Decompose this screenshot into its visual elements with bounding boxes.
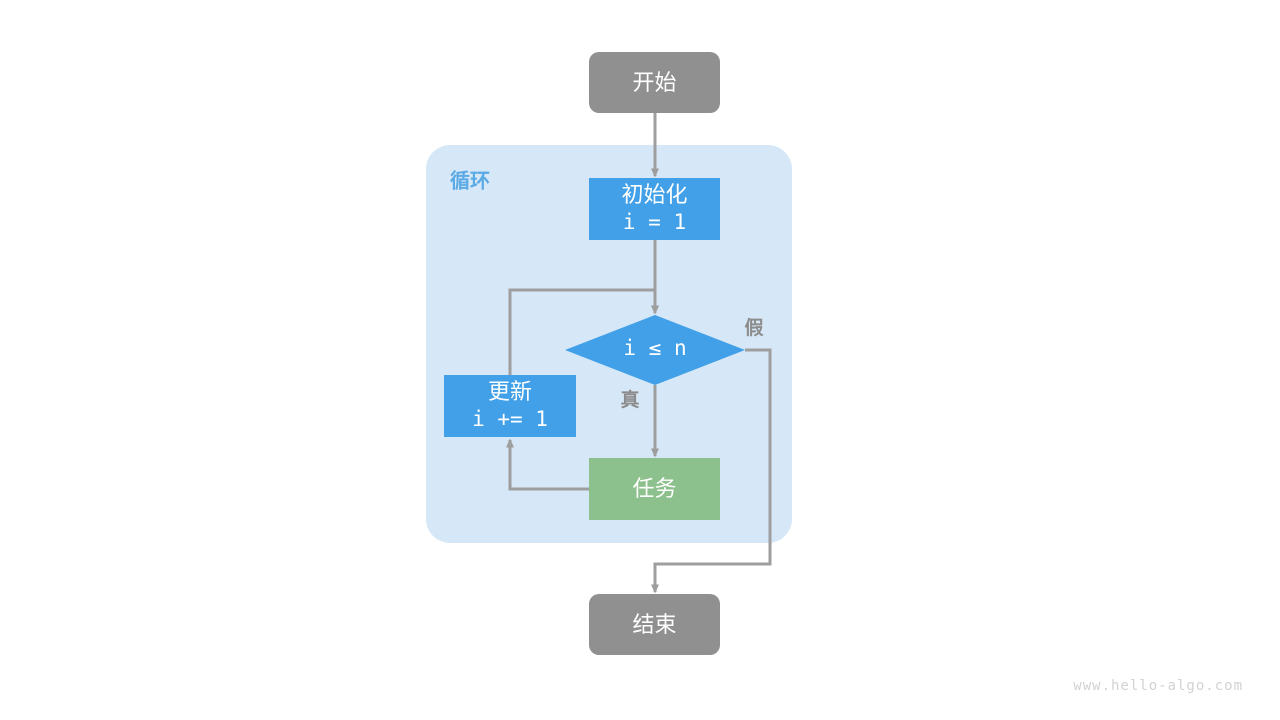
node-start[interactable]: 开始 [589,52,720,113]
node-task-shape [589,458,720,520]
node-update-shape [444,375,576,437]
watermark-label: www.hello-algo.com [1073,678,1243,694]
node-update-label-line2: i += 1 [472,407,548,431]
edge-label-true: 真 [620,388,639,411]
node-condition-label: i ≤ n [623,336,686,360]
node-update-label-line1: 更新 [488,379,532,404]
edge-label-false: 假 [744,316,763,339]
node-update[interactable]: 更新 i += 1 [444,375,576,437]
node-init-label-line2: i = 1 [623,210,686,234]
node-end-shape [589,594,720,655]
node-task[interactable]: 任务 [589,458,720,520]
edge-task-to-update [506,438,589,491]
node-condition-shape [565,315,745,385]
node-task-label: 任务 [632,476,676,501]
node-condition[interactable]: i ≤ n [565,315,745,385]
node-start-label: 开始 [632,70,676,95]
node-start-shape [589,52,720,113]
node-init-label-line1: 初始化 [621,182,687,207]
edge-condition-to-end [651,348,772,594]
edge-update-to-condition [508,288,659,375]
node-init-shape [589,178,720,240]
node-end-label: 结束 [632,612,676,637]
loop-group-label: 循环 [450,168,490,192]
node-end[interactable]: 结束 [589,594,720,655]
node-init[interactable]: 初始化 i = 1 [589,178,720,240]
